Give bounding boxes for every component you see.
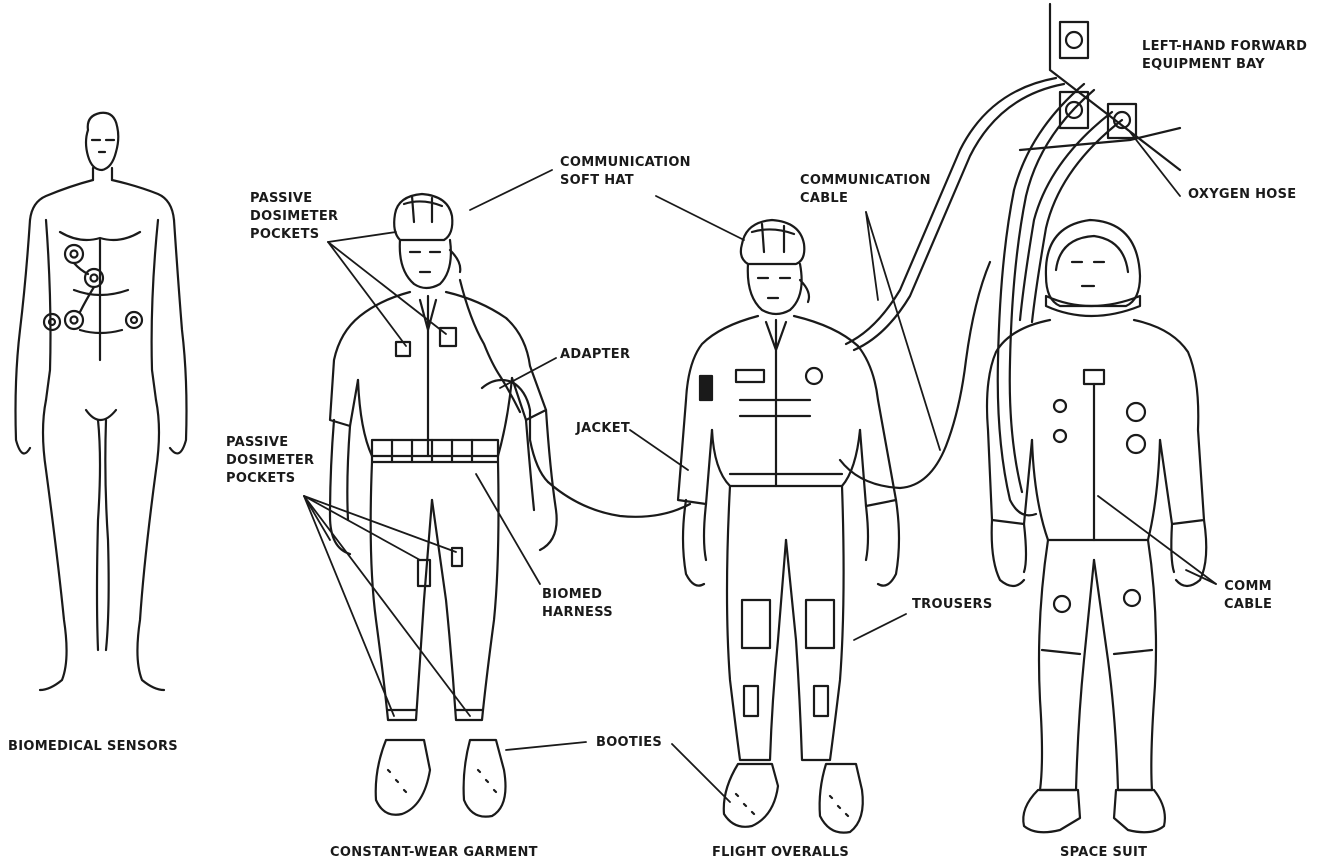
- flight-overalls-figure: [678, 220, 899, 833]
- label-biomed-harness: BIOMED HARNESS: [542, 586, 613, 622]
- label-comm-cable: COMM CABLE: [1224, 578, 1272, 614]
- label-communication-cable: COMMUNICATION CABLE: [800, 172, 931, 208]
- hoses-and-cables: [548, 78, 1122, 517]
- label-trousers: TROUSERS: [912, 596, 993, 614]
- caption-constant-wear-garment: CONSTANT-WEAR GARMENT: [330, 844, 538, 862]
- constant-wear-garment-figure: [330, 194, 557, 817]
- label-adapter: ADAPTER: [560, 346, 630, 364]
- label-oxygen-hose: OXYGEN HOSE: [1188, 186, 1296, 204]
- leader-lines: [304, 132, 1216, 802]
- biomedical-sensors-figure: [16, 113, 187, 690]
- equipment-bay-panel: [1020, 4, 1180, 170]
- caption-flight-overalls: FLIGHT OVERALLS: [712, 844, 849, 862]
- caption-space-suit: SPACE SUIT: [1060, 844, 1147, 862]
- label-left-hand-forward-equipment-bay: LEFT-HAND FORWARD EQUIPMENT BAY: [1142, 38, 1307, 74]
- label-communication-soft-hat-left: COMMUNICATION SOFT HAT: [560, 154, 691, 190]
- caption-biomedical-sensors: BIOMEDICAL SENSORS: [8, 738, 178, 756]
- label-passive-dosimeter-pockets-upper: PASSIVE DOSIMETER POCKETS: [250, 190, 338, 244]
- label-booties: BOOTIES: [596, 734, 662, 752]
- label-jacket: JACKET: [576, 420, 630, 438]
- label-passive-dosimeter-pockets-lower: PASSIVE DOSIMETER POCKETS: [226, 434, 314, 488]
